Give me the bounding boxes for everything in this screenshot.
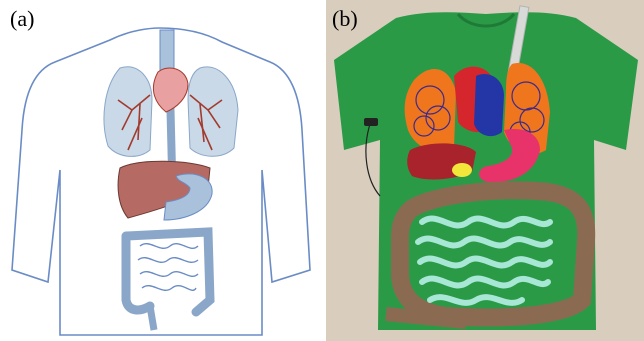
heart-plush-blue	[474, 74, 504, 136]
gallbladder-plush	[452, 163, 472, 177]
sensor-box	[364, 118, 378, 126]
rectum	[150, 306, 154, 330]
panel-b-photo: (b)	[326, 0, 644, 341]
torso-organs-diagram	[0, 0, 322, 341]
panel-label-b: (b)	[332, 6, 358, 32]
tshirt-organ-model-photo	[326, 0, 644, 341]
panel-a-diagram: (a)	[0, 0, 322, 341]
